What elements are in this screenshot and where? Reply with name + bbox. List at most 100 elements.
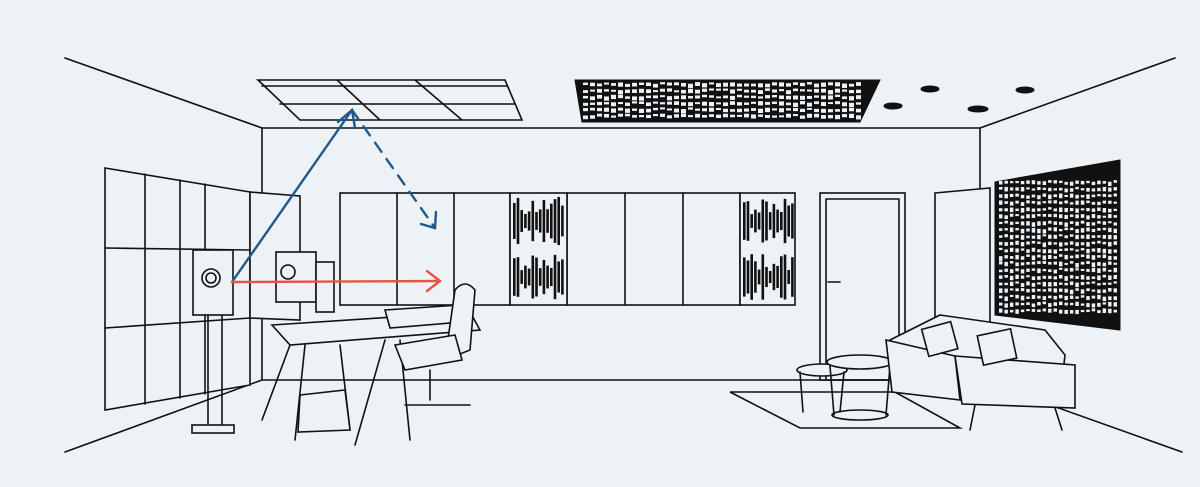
diffuser-block <box>999 200 1003 205</box>
diffuser-block <box>660 82 665 85</box>
diffuser-block <box>590 89 595 92</box>
diffuser-block <box>1108 269 1112 272</box>
diffuser-block <box>1080 180 1085 185</box>
diffuser-block <box>597 88 602 93</box>
diffuser-block <box>688 115 693 118</box>
diffuser-block <box>1020 269 1025 274</box>
diffuser-block <box>1026 309 1030 312</box>
diffuser-block <box>1037 181 1041 185</box>
diffuser-block <box>1031 188 1036 191</box>
diffuser-block <box>618 82 623 87</box>
diffuser-block <box>1009 275 1014 281</box>
diffuser-block <box>674 90 679 93</box>
diffuser-block <box>1091 228 1096 233</box>
diffuser-block <box>1075 186 1079 190</box>
diffuser-block <box>1086 261 1090 265</box>
diffuser-slat <box>776 209 779 233</box>
diffuser-block <box>1037 254 1041 258</box>
diffuser-block <box>1113 256 1117 260</box>
diffuser-block <box>1102 296 1107 302</box>
diffuser-block <box>1009 227 1014 233</box>
diffuser-block <box>1097 268 1101 273</box>
diffuser-block <box>1113 296 1117 301</box>
diffuser-block <box>1097 207 1101 211</box>
diffuser-block <box>1086 222 1090 227</box>
diffuser-block <box>618 107 623 111</box>
diffuser-block <box>1053 282 1057 287</box>
diffuser-block <box>1026 200 1030 204</box>
diffuser-slat <box>557 196 560 246</box>
diffuser-block <box>702 83 707 88</box>
diffuser-block <box>1037 288 1041 292</box>
diffuser-block <box>835 114 840 120</box>
diffuser-block <box>1108 200 1112 204</box>
diffuser-block <box>1015 187 1019 191</box>
diffuser-block <box>611 102 616 107</box>
diffuser-block <box>999 288 1003 294</box>
diffuser-block <box>821 95 826 100</box>
diffuser-block <box>1108 221 1112 224</box>
diffuser-block <box>1113 222 1117 226</box>
diffuser-block <box>1059 282 1063 285</box>
diffuser-block <box>590 102 595 105</box>
diffuser-block <box>1031 255 1036 261</box>
diffuser-block <box>1031 228 1036 233</box>
diffuser-block <box>1075 242 1079 247</box>
back-wall-panels <box>339 192 741 306</box>
diffuser-block <box>1048 303 1052 307</box>
diffuser-block <box>597 83 602 87</box>
diffuser-slat <box>546 265 549 289</box>
diffuser-block <box>1020 207 1025 213</box>
diffuser-block <box>632 82 637 87</box>
diffuser-block <box>583 95 588 99</box>
diffuser-block <box>1097 187 1101 192</box>
diffuser-block <box>1053 302 1057 306</box>
diffuser-block <box>800 89 805 92</box>
diffuser-block <box>821 108 826 113</box>
diffuser-block <box>1048 261 1052 265</box>
diffuser-block <box>1037 213 1041 217</box>
diffuser-block <box>779 108 784 113</box>
diffuser-block <box>856 89 861 94</box>
diffuser-block <box>716 96 721 99</box>
diffuser-block <box>1059 309 1063 314</box>
diffuser-slat <box>791 203 794 239</box>
diffuser-slat <box>787 205 790 237</box>
diffuser-block <box>1108 308 1112 314</box>
diffuser-block <box>1059 301 1063 306</box>
diffuser-block <box>1037 261 1041 265</box>
diffuser-block <box>1069 255 1074 259</box>
diffuser-block <box>1069 214 1074 217</box>
diffuser-block <box>625 113 630 117</box>
diffuser-block <box>667 82 672 86</box>
diffuser-slat <box>527 268 531 286</box>
diffuser-block <box>681 113 686 118</box>
diffuser-block <box>688 96 693 99</box>
diffuser-block <box>779 89 784 92</box>
diffuser-block <box>786 102 791 106</box>
diffuser-block <box>1004 234 1008 238</box>
diffuser-block <box>1091 213 1096 219</box>
diffuser-block <box>999 194 1003 198</box>
diffuser-block <box>1037 309 1041 313</box>
diffuser-block <box>1091 281 1096 284</box>
diffuser-block <box>1069 310 1074 314</box>
diffuser-block <box>1069 302 1074 306</box>
diffuser-block <box>1009 261 1014 264</box>
diffuser-slat <box>768 212 772 230</box>
diffuser-block <box>1108 255 1112 260</box>
diffuser-block <box>1113 187 1117 191</box>
diffuser-block <box>1048 269 1052 273</box>
diffuser-slat <box>776 265 779 289</box>
diffuser-block <box>807 108 812 110</box>
diffuser-block <box>1037 249 1041 253</box>
diffuser-block <box>1004 193 1008 199</box>
diffuser-block <box>751 83 756 87</box>
diffuser-block <box>772 115 777 118</box>
diffuser-block <box>814 83 819 88</box>
diffuser-block <box>1097 261 1101 266</box>
diffuser-block <box>786 95 791 100</box>
diffuser-block <box>1004 255 1008 259</box>
diffuser-block <box>1053 221 1057 225</box>
diffuser-block <box>1037 295 1041 299</box>
